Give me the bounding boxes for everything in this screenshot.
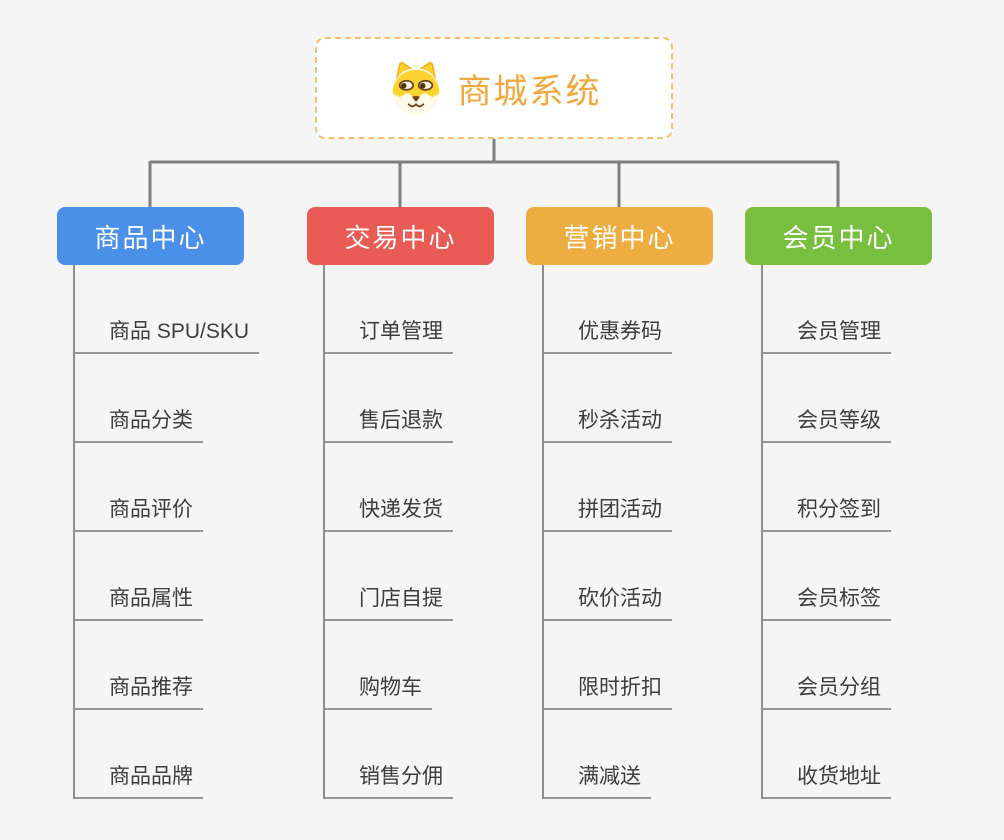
leaf-label[interactable]: 商品 SPU/SKU: [75, 315, 260, 354]
leaf-node[interactable]: 收货地址: [763, 710, 932, 799]
leaf-label[interactable]: 拼团活动: [544, 493, 672, 532]
leaf-node[interactable]: 购物车: [325, 621, 494, 710]
leaf-label[interactable]: 快递发货: [325, 493, 453, 532]
leaf-node[interactable]: 商品品牌: [75, 710, 244, 799]
leaf-label[interactable]: 砍价活动: [544, 582, 672, 621]
leaf-label[interactable]: 门店自提: [325, 582, 453, 621]
branch-trade-center: 交易中心 订单管理 售后退款 快递发货 门店自提 购物车 销售分佣: [307, 207, 494, 799]
leaf-label[interactable]: 商品属性: [75, 582, 203, 621]
leaf-node[interactable]: 商品分类: [75, 354, 244, 443]
leaf-node[interactable]: 会员分组: [763, 621, 932, 710]
leaf-node[interactable]: 商品属性: [75, 532, 244, 621]
dog-face-icon: [391, 61, 440, 116]
leaf-node[interactable]: 拼团活动: [544, 443, 713, 532]
branch-items-trade-center: 订单管理 售后退款 快递发货 门店自提 购物车 销售分佣: [323, 265, 494, 799]
leaf-label[interactable]: 商品品牌: [75, 760, 203, 799]
branch-header-marketing-center[interactable]: 营销中心: [526, 207, 713, 265]
leaf-node[interactable]: 会员管理: [763, 265, 932, 354]
branch-member-center: 会员中心 会员管理 会员等级 积分签到 会员标签 会员分组 收货地址: [745, 207, 932, 799]
leaf-label[interactable]: 满减送: [544, 760, 651, 799]
branch-header-member-center[interactable]: 会员中心: [745, 207, 932, 265]
leaf-node[interactable]: 秒杀活动: [544, 354, 713, 443]
branch-header-product-center[interactable]: 商品中心: [57, 207, 244, 265]
leaf-label[interactable]: 优惠券码: [544, 315, 672, 354]
branch-items-member-center: 会员管理 会员等级 积分签到 会员标签 会员分组 收货地址: [761, 265, 932, 799]
leaf-node[interactable]: 砍价活动: [544, 532, 713, 621]
leaf-node[interactable]: 会员标签: [763, 532, 932, 621]
leaf-node[interactable]: 优惠券码: [544, 265, 713, 354]
leaf-label[interactable]: 会员管理: [763, 315, 891, 354]
leaf-label[interactable]: 销售分佣: [325, 760, 453, 799]
leaf-node[interactable]: 订单管理: [325, 265, 494, 354]
leaf-node[interactable]: 快递发货: [325, 443, 494, 532]
branch-items-product-center: 商品 SPU/SKU 商品分类 商品评价 商品属性 商品推荐 商品品牌: [73, 265, 260, 799]
leaf-label[interactable]: 商品评价: [75, 493, 203, 532]
root-node[interactable]: 商城系统: [315, 37, 673, 139]
branch-items-marketing-center: 优惠券码 秒杀活动 拼团活动 砍价活动 限时折扣 满减送: [542, 265, 713, 799]
leaf-node[interactable]: 商品评价: [75, 443, 244, 532]
leaf-node[interactable]: 商品推荐: [75, 621, 244, 710]
leaf-node[interactable]: 积分签到: [763, 443, 932, 532]
leaf-label[interactable]: 秒杀活动: [544, 404, 672, 443]
root-to-branches-connector: [148, 139, 840, 209]
leaf-label[interactable]: 售后退款: [325, 404, 453, 443]
leaf-label[interactable]: 会员分组: [763, 671, 891, 710]
leaf-label[interactable]: 购物车: [325, 671, 432, 710]
leaf-label[interactable]: 商品分类: [75, 404, 203, 443]
leaf-node[interactable]: 商品 SPU/SKU: [75, 265, 260, 354]
leaf-node[interactable]: 销售分佣: [325, 710, 494, 799]
leaf-node[interactable]: 会员等级: [763, 354, 932, 443]
leaf-label[interactable]: 限时折扣: [544, 671, 672, 710]
leaf-node[interactable]: 满减送: [544, 710, 713, 799]
leaf-label[interactable]: 积分签到: [763, 493, 891, 532]
branch-product-center: 商品中心 商品 SPU/SKU 商品分类 商品评价 商品属性 商品推荐 商品品牌: [57, 207, 260, 799]
leaf-node[interactable]: 门店自提: [325, 532, 494, 621]
leaf-label[interactable]: 商品推荐: [75, 671, 203, 710]
leaf-label[interactable]: 会员等级: [763, 404, 891, 443]
leaf-label[interactable]: 订单管理: [325, 315, 453, 354]
leaf-node[interactable]: 售后退款: [325, 354, 494, 443]
branch-marketing-center: 营销中心 优惠券码 秒杀活动 拼团活动 砍价活动 限时折扣 满减送: [526, 207, 713, 799]
leaf-label[interactable]: 收货地址: [763, 760, 891, 799]
leaf-label[interactable]: 会员标签: [763, 582, 891, 621]
leaf-node[interactable]: 限时折扣: [544, 621, 713, 710]
branch-header-trade-center[interactable]: 交易中心: [307, 207, 494, 265]
root-title: 商城系统: [457, 72, 602, 111]
